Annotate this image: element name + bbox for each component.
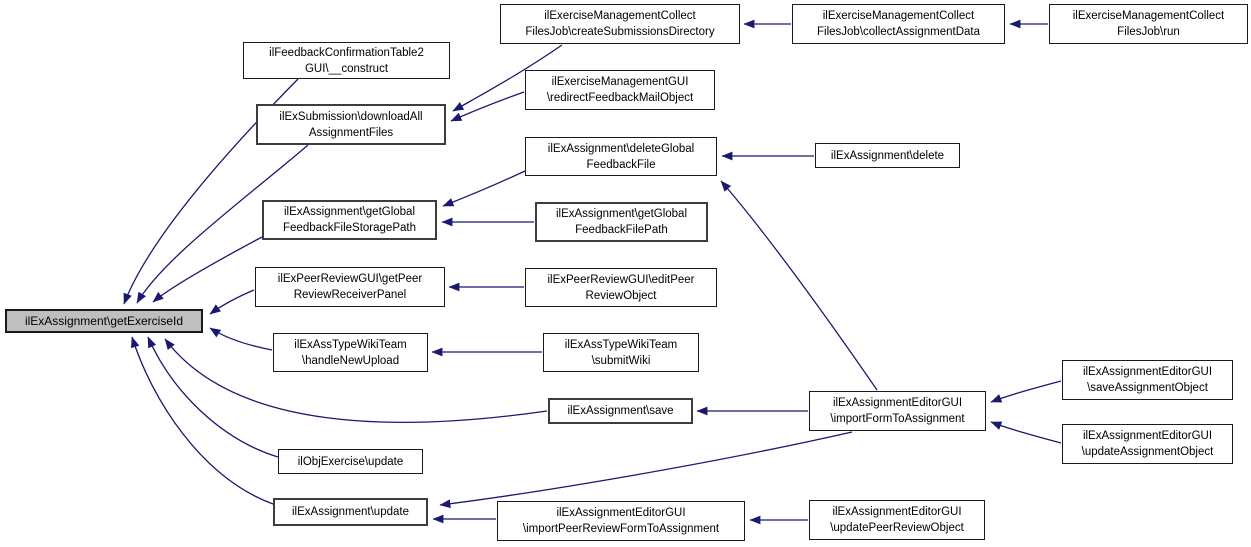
edge-importForm-deleteGlobalFF — [720, 180, 878, 391]
node-saveAssObj[interactable]: ilExAssignmentEditorGUI \saveAssignmentO… — [1062, 360, 1233, 400]
edge-handleNewUpload-getExerciseId — [209, 327, 273, 351]
edge-updateAssObj-importForm — [990, 421, 1062, 444]
node-downloadAll[interactable]: ilExSubmission\downloadAll AssignmentFil… — [256, 104, 446, 145]
edge-createSubDir-downloadAll — [452, 44, 563, 112]
node-redirectFbMail[interactable]: ilExerciseManagementGUI \redirectFeedbac… — [525, 70, 715, 110]
node-deleteGlobalFF[interactable]: ilExAssignment\deleteGlobal FeedbackFile — [525, 137, 717, 176]
edge-objExUpdate-getExerciseId — [147, 336, 279, 458]
edge-redirectFbMail-downloadAll — [450, 91, 525, 122]
edge-importForm-exAssUpdate — [439, 431, 853, 509]
node-assDelete[interactable]: ilExAssignment\delete — [815, 143, 960, 168]
edge-getGlobalFFSP-getExerciseId — [152, 236, 263, 303]
node-fc2Construct[interactable]: ilFeedbackConfirmationTable2 GUI\__const… — [243, 42, 450, 79]
node-getExerciseId[interactable]: ilExAssignment\getExerciseId — [5, 309, 203, 333]
node-handleNewUpload[interactable]: ilExAssTypeWikiTeam \handleNewUpload — [273, 333, 428, 372]
node-exAssUpdate[interactable]: ilExAssignment\update — [273, 498, 428, 526]
edge-assSave-getExerciseId — [164, 338, 548, 423]
node-assSave[interactable]: ilExAssignment\save — [548, 398, 693, 424]
edge-saveAssObj-importForm — [990, 380, 1062, 403]
node-objExUpdate[interactable]: ilObjExercise\update — [278, 449, 423, 474]
node-importForm[interactable]: ilExAssignmentEditorGUI \importFormToAss… — [809, 391, 986, 431]
node-getGlobalFFSP[interactable]: ilExAssignment\getGlobal FeedbackFileSto… — [262, 200, 437, 240]
node-importPeerForm[interactable]: ilExAssignmentEditorGUI \importPeerRevie… — [497, 501, 745, 541]
node-editPeerReview[interactable]: ilExPeerReviewGUI\editPeer ReviewObject — [525, 268, 717, 307]
edge-getPeerRRP-getExerciseId — [209, 289, 255, 315]
edge-downloadAll-getExerciseId — [136, 144, 309, 304]
edge-deleteGlobalFF-getGlobalFFSP — [442, 170, 526, 207]
node-createSubDir[interactable]: ilExerciseManagementCollect FilesJob\cre… — [500, 4, 740, 44]
node-jobRun[interactable]: ilExerciseManagementCollect FilesJob\run — [1049, 4, 1248, 44]
node-collectAssData[interactable]: ilExerciseManagementCollect FilesJob\col… — [792, 4, 1005, 44]
node-getGlobalFFP[interactable]: ilExAssignment\getGlobal FeedbackFilePat… — [535, 202, 708, 242]
node-getPeerRRP[interactable]: ilExPeerReviewGUI\getPeer ReviewReceiver… — [255, 267, 445, 307]
node-updatePeerRev[interactable]: ilExAssignmentEditorGUI \updatePeerRevie… — [809, 500, 985, 540]
edge-exAssUpdate-getExerciseId — [130, 336, 274, 505]
node-submitWiki[interactable]: ilExAssTypeWikiTeam \submitWiki — [543, 333, 699, 372]
node-updateAssObj[interactable]: ilExAssignmentEditorGUI \updateAssignmen… — [1062, 424, 1233, 464]
